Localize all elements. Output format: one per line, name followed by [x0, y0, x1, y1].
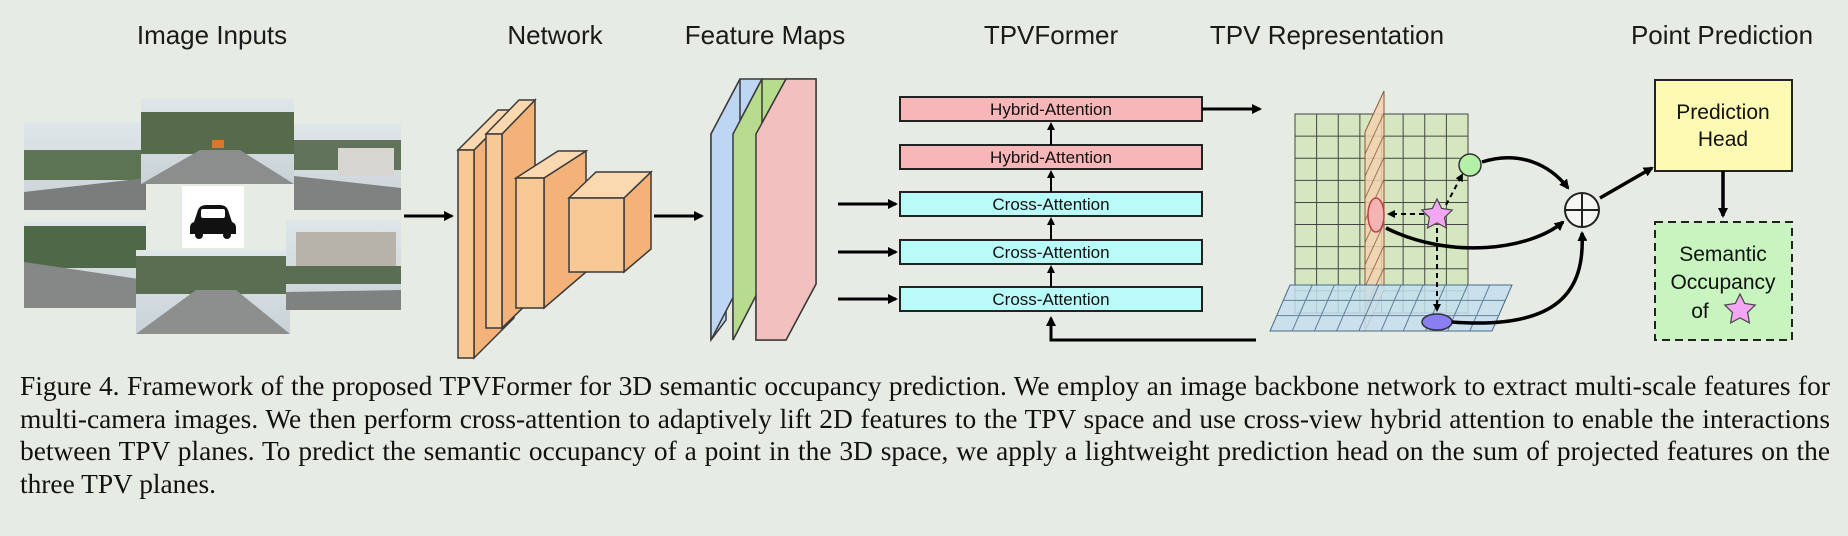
- prediction-head-box: [1654, 79, 1793, 172]
- camera-images: [24, 98, 401, 334]
- prediction-head-label: Head: [1698, 128, 1748, 151]
- title-image-inputs: Image Inputs: [137, 20, 287, 50]
- semantic-occupancy-label: Semantic: [1679, 243, 1767, 266]
- title-point-prediction: Point Prediction: [1631, 20, 1813, 50]
- feedback-arrow: [1046, 316, 1256, 342]
- grid-line: [1313, 284, 1335, 332]
- hybrid-attention-label: Hybrid-Attention: [990, 148, 1112, 167]
- top-projection-point: [1421, 313, 1453, 331]
- grid-line: [1291, 284, 1313, 332]
- grid-line: [1364, 245, 1385, 287]
- arrow-sum-to-head: [1599, 166, 1654, 200]
- camera-image-back-right: [286, 220, 401, 310]
- feature-maps: [709, 78, 817, 343]
- output-star-icon: [1723, 292, 1757, 325]
- grid-line: [1364, 223, 1385, 265]
- front-projection-point: [1458, 153, 1482, 177]
- cross-attention-label: Cross-Attention: [992, 243, 1109, 262]
- title-network: Network: [507, 20, 603, 50]
- semantic-occupancy-box: [1654, 221, 1793, 341]
- tpv-representation: [1269, 90, 1588, 332]
- grid-line: [1364, 112, 1385, 155]
- semantic-occupancy-label: of: [1691, 300, 1709, 323]
- camera-image-back: [136, 250, 290, 334]
- hybrid-attention-block: [899, 96, 1203, 122]
- prediction-head-label: Prediction: [1676, 101, 1769, 124]
- camera-image-front: [141, 98, 294, 184]
- hybrid-attention-block: [899, 144, 1203, 170]
- car-icon: [182, 186, 244, 248]
- side-projection-point: [1367, 197, 1385, 233]
- title-tpv-representation: TPV Representation: [1210, 20, 1444, 50]
- cross-attention-block: [899, 286, 1203, 312]
- camera-image-front-left: [24, 122, 146, 210]
- grid-line: [1364, 157, 1385, 199]
- tpvformer-stack: Hybrid-Attention Hybrid-Attention Cross-…: [838, 96, 1262, 342]
- cross-attention-label: Cross-Attention: [992, 290, 1109, 309]
- grid-line: [1402, 284, 1424, 332]
- grid-line: [1364, 135, 1385, 177]
- sum-operator-icon: [1564, 192, 1600, 228]
- grid-line: [1380, 284, 1402, 332]
- figure-caption: Figure 4. Framework of the proposed TPVF…: [20, 371, 1830, 499]
- framework-diagram: Image Inputs Network Feature Maps TPVFor…: [24, 20, 1813, 360]
- backbone-network: [456, 98, 653, 360]
- title-tpvformer: TPVFormer: [984, 20, 1119, 50]
- grid-line: [1336, 284, 1358, 332]
- title-feature-maps: Feature Maps: [685, 20, 845, 50]
- camera-image-back-left: [24, 222, 146, 308]
- camera-image-front-right: [294, 124, 401, 210]
- semantic-occupancy-label: Occupancy: [1670, 271, 1776, 294]
- query-point-star-icon: [1420, 197, 1454, 230]
- cross-attention-block: [899, 239, 1203, 265]
- cross-attention-label: Cross-Attention: [992, 195, 1109, 214]
- grid-line: [1358, 284, 1380, 332]
- hybrid-attention-label: Hybrid-Attention: [990, 100, 1112, 119]
